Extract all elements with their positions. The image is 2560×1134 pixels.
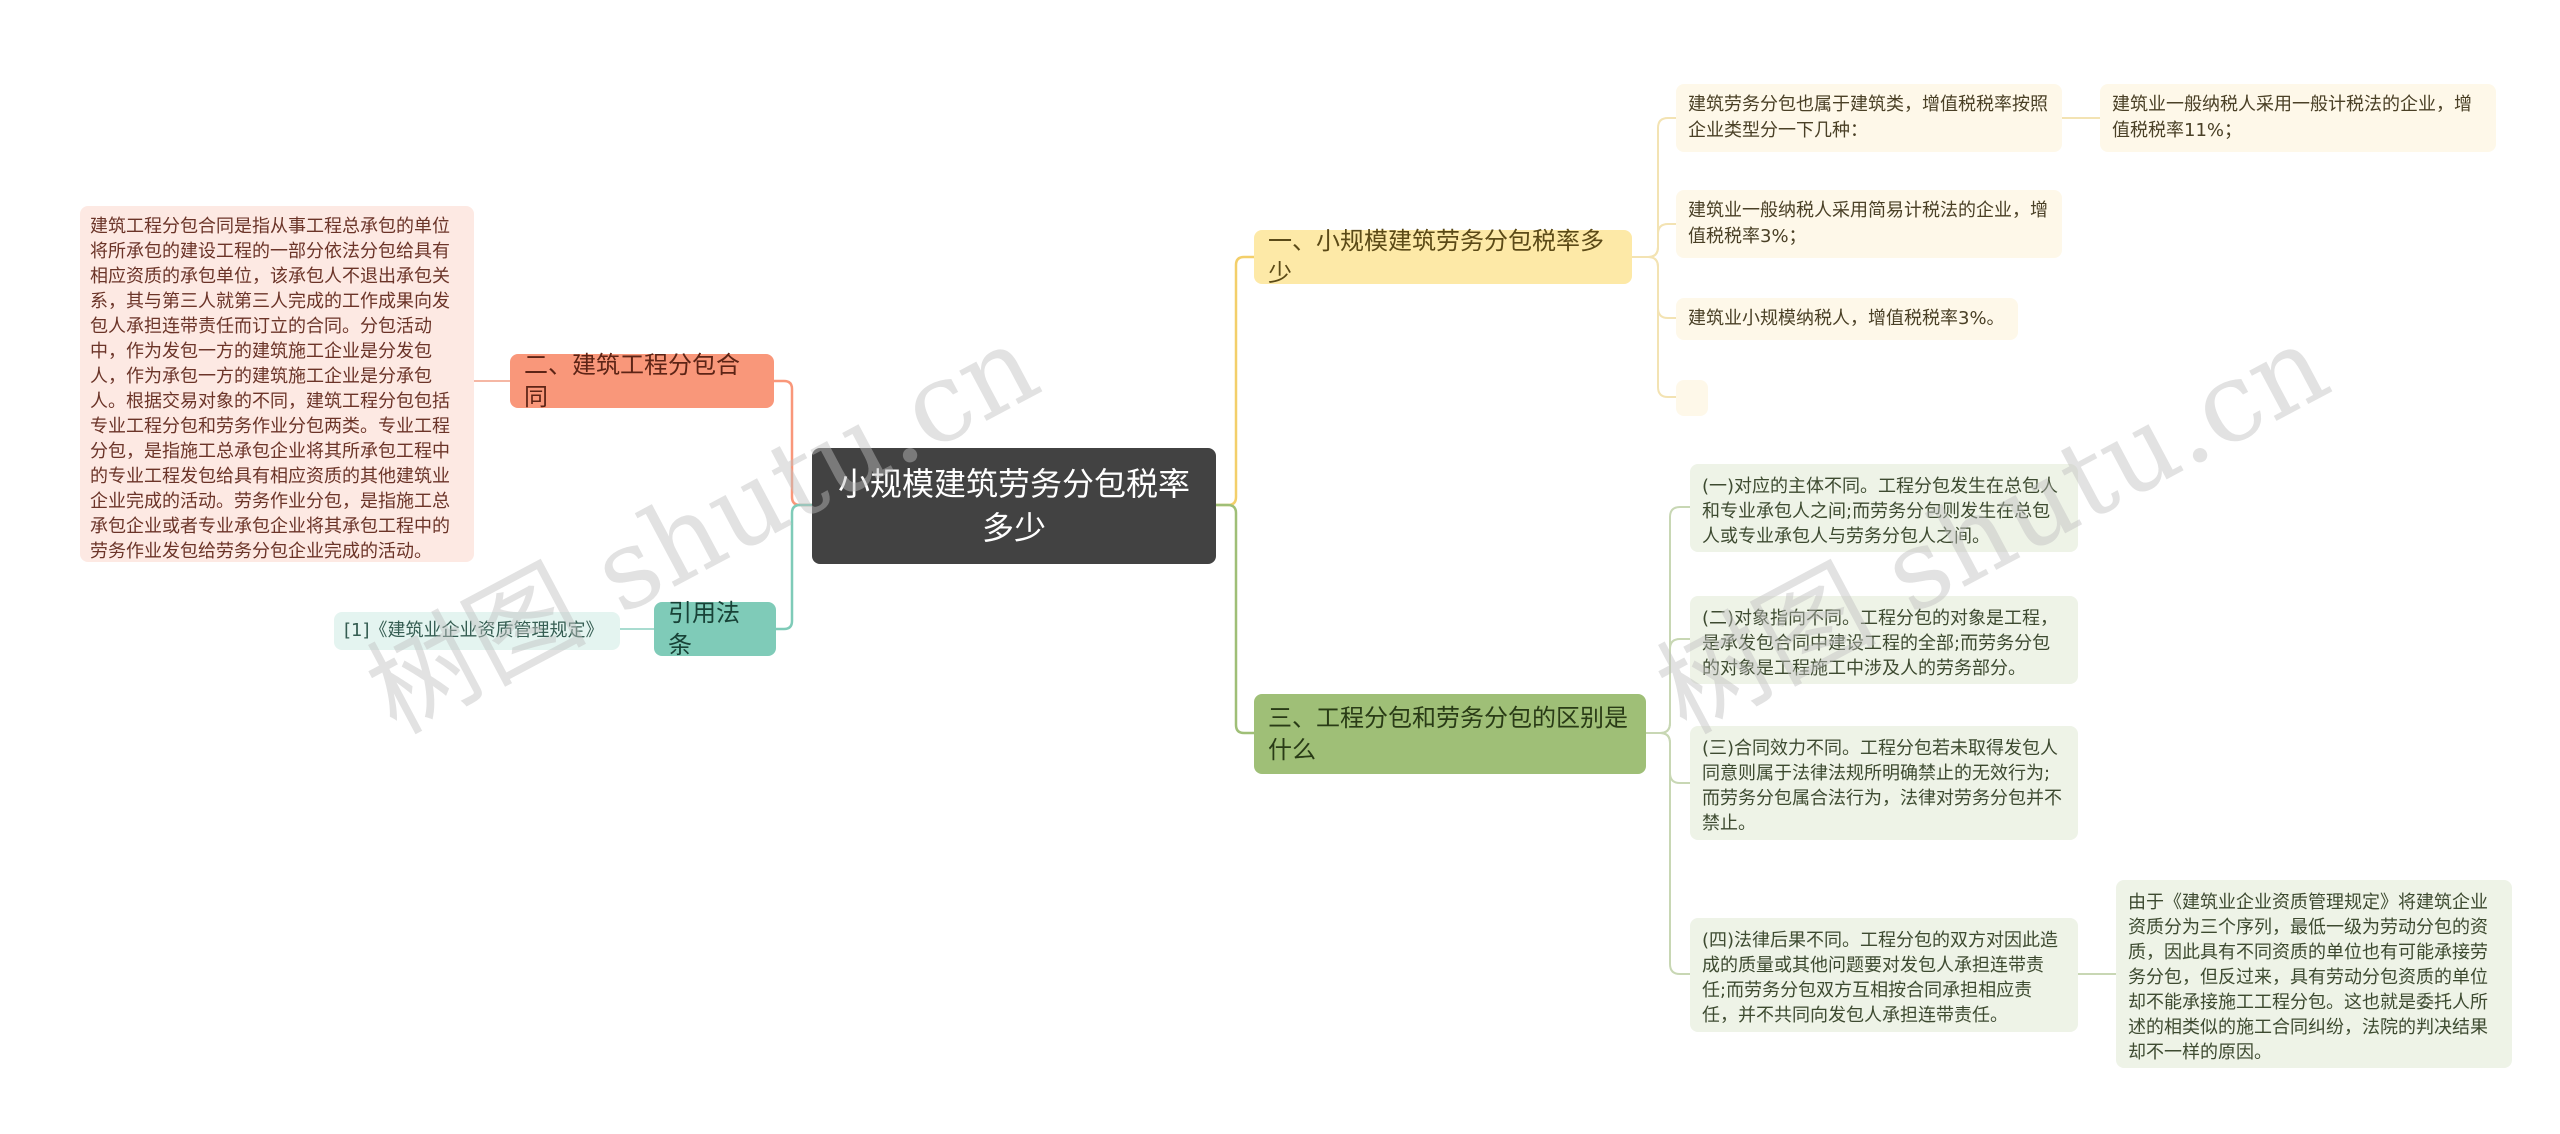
root-topic[interactable]: 小规模建筑劳务分包税率多少 [812, 448, 1216, 564]
branch-tax-rate-label: 一、小规模建筑劳务分包税率多少 [1268, 227, 1604, 287]
branch-difference-label: 三、工程分包和劳务分包的区别是什么 [1268, 704, 1628, 764]
leaf-diff-object[interactable]: (二)对象指向不同。工程分包的对象是工程，是承发包合同中建设工程的全部;而劳务分… [1690, 596, 2078, 684]
leaf-diff-liability-note-text: 由于《建筑业企业资质管理规定》将建筑企业资质分为三个序列，最低一级为劳动分包的资… [2128, 892, 2488, 1063]
connector-b1-leaf3 [1632, 256, 1676, 319]
leaf-diff-liability[interactable]: (四)法律后果不同。工程分包的双方对因此造成的质量或其他问题要对发包人承担连带责… [1690, 918, 2078, 1032]
leaf-tax-small[interactable]: 建筑业小规模纳税人，增值税税率3%。 [1676, 298, 2018, 340]
leaf-tax-simple[interactable]: 建筑业一般纳税人采用简易计税法的企业，增值税税率3%； [1676, 190, 2062, 258]
branch-subcontract[interactable]: 二、建筑工程分包合同 [510, 351, 774, 411]
leaf-subcontract-definition-text: 建筑工程分包合同是指从事工程总承包的单位将所承包的建设工程的一部分依法分包给具有… [90, 216, 450, 562]
connector-root-branch2 [774, 379, 812, 507]
branch-difference[interactable]: 三、工程分包和劳务分包的区别是什么 [1254, 694, 1646, 774]
leaf-subcontract-definition[interactable]: 建筑工程分包合同是指从事工程总承包的单位将所承包的建设工程的一部分依法分包给具有… [80, 206, 474, 562]
leaf-diff-subject[interactable]: (一)对应的主体不同。工程分包发生在总包人和专业承包人之间;而劳务分包则发生在总… [1690, 464, 2078, 552]
connector-root-branch4 [774, 503, 812, 631]
leaf-citation-regulation[interactable]: [1]《建筑业企业资质管理规定》 [334, 612, 620, 650]
leaf-tax-small-text: 建筑业小规模纳税人，增值税税率3%。 [1688, 308, 2005, 329]
leaf-tax-simple-text: 建筑业一般纳税人采用简易计税法的企业，增值税税率3%； [1688, 200, 2048, 247]
leaf-diff-liability-note[interactable]: 由于《建筑业企业资质管理规定》将建筑企业资质分为三个序列，最低一级为劳动分包的资… [2116, 880, 2512, 1068]
leaf-tax-intro[interactable]: 建筑劳务分包也属于建筑类，增值税税率按照企业类型分一下几种： [1676, 84, 2062, 152]
leaf-tax-sub-general-text: 建筑业一般纳税人采用一般计税法的企业，增值税税率11%； [2112, 94, 2472, 141]
root-topic-label: 小规模建筑劳务分包税率多少 [837, 465, 1190, 547]
connector-b3-leaf3 [1646, 732, 1690, 784]
connector-b3-leaf1 [1646, 506, 1690, 734]
leaf-tax-sub-general[interactable]: 建筑业一般纳税人采用一般计税法的企业，增值税税率11%； [2100, 84, 2496, 152]
leaf-citation-regulation-text: [1]《建筑业企业资质管理规定》 [344, 620, 604, 641]
connector-root-branch1 [1216, 255, 1254, 507]
leaf-diff-validity-text: (三)合同效力不同。工程分包若未取得发包人同意则属于法律法规所明确禁止的无效行为… [1702, 738, 2062, 834]
connector-b1-leaf4 [1632, 256, 1676, 398]
branch-subcontract-label: 二、建筑工程分包合同 [524, 351, 740, 411]
leaf-diff-liability-text: (四)法律后果不同。工程分包的双方对因此造成的质量或其他问题要对发包人承担连带责… [1702, 930, 2059, 1026]
leaf-tax-empty[interactable] [1676, 380, 1708, 416]
connector-root-branch3 [1216, 503, 1254, 735]
leaf-diff-object-text: (二)对象指向不同。工程分包的对象是工程，是承发包合同中建设工程的全部;而劳务分… [1702, 608, 2059, 679]
connector-b3-leaf2 [1646, 638, 1690, 734]
connector-b3-leaf4 [1646, 732, 1690, 975]
branch-citation[interactable]: 引用法条 [654, 599, 776, 659]
branch-tax-rate[interactable]: 一、小规模建筑劳务分包税率多少 [1254, 227, 1632, 287]
leaf-diff-validity[interactable]: (三)合同效力不同。工程分包若未取得发包人同意则属于法律法规所明确禁止的无效行为… [1690, 726, 2078, 840]
connector-b1-leaf1 [1632, 117, 1676, 258]
branch-citation-label: 引用法条 [668, 599, 740, 659]
leaf-tax-intro-text: 建筑劳务分包也属于建筑类，增值税税率按照企业类型分一下几种： [1688, 94, 2048, 141]
connector-b1-leaf2 [1632, 223, 1676, 258]
leaf-diff-subject-text: (一)对应的主体不同。工程分包发生在总包人和专业承包人之间;而劳务分包则发生在总… [1702, 476, 2059, 547]
